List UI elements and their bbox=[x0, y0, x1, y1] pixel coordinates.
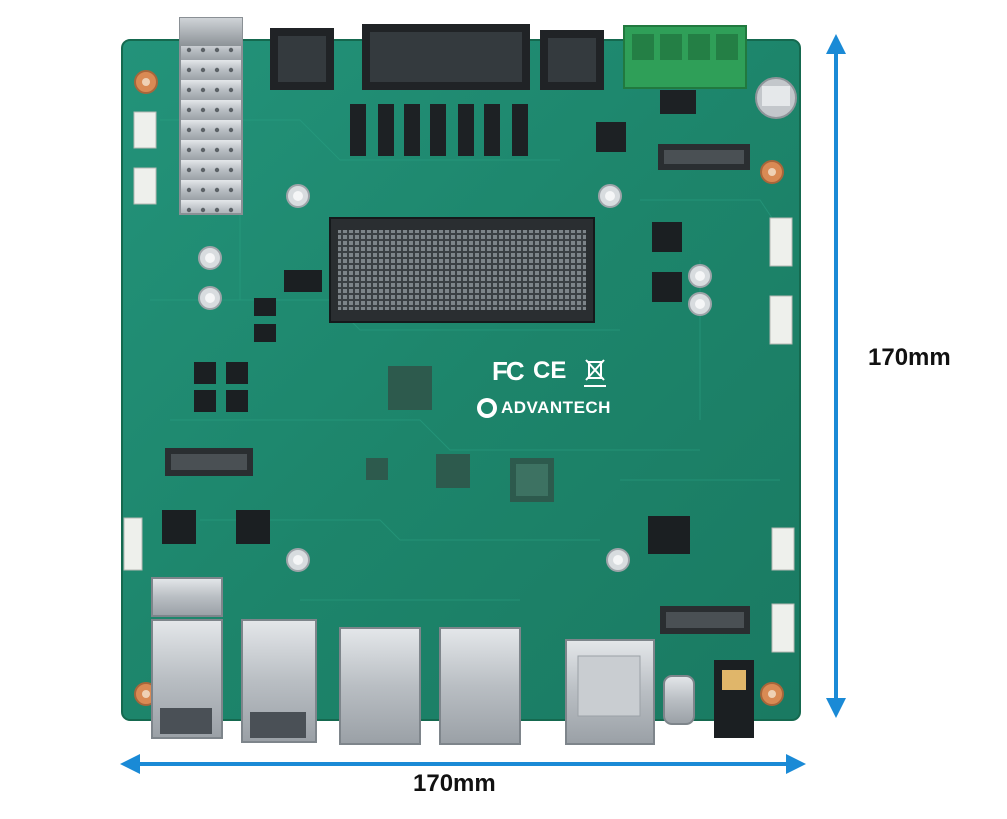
brand-emblem-icon bbox=[477, 398, 497, 418]
height-arrow bbox=[826, 34, 846, 718]
m2-slots bbox=[165, 144, 750, 634]
weee-icon bbox=[584, 359, 606, 387]
width-arrow bbox=[120, 754, 806, 774]
fcc-mark: FC bbox=[492, 356, 525, 386]
top-connectors bbox=[270, 24, 604, 90]
width-dimension-label: 170mm bbox=[413, 770, 496, 797]
ce-mark: CE bbox=[533, 357, 567, 384]
rj45-ports bbox=[151, 577, 655, 745]
sfp-cage bbox=[179, 17, 243, 215]
brand-name: ADVANTECH bbox=[501, 398, 611, 417]
usb-c-port bbox=[663, 675, 695, 725]
advantech-logo: ADVANTECH bbox=[475, 395, 610, 421]
height-dimension-label: 170mm bbox=[868, 344, 951, 371]
